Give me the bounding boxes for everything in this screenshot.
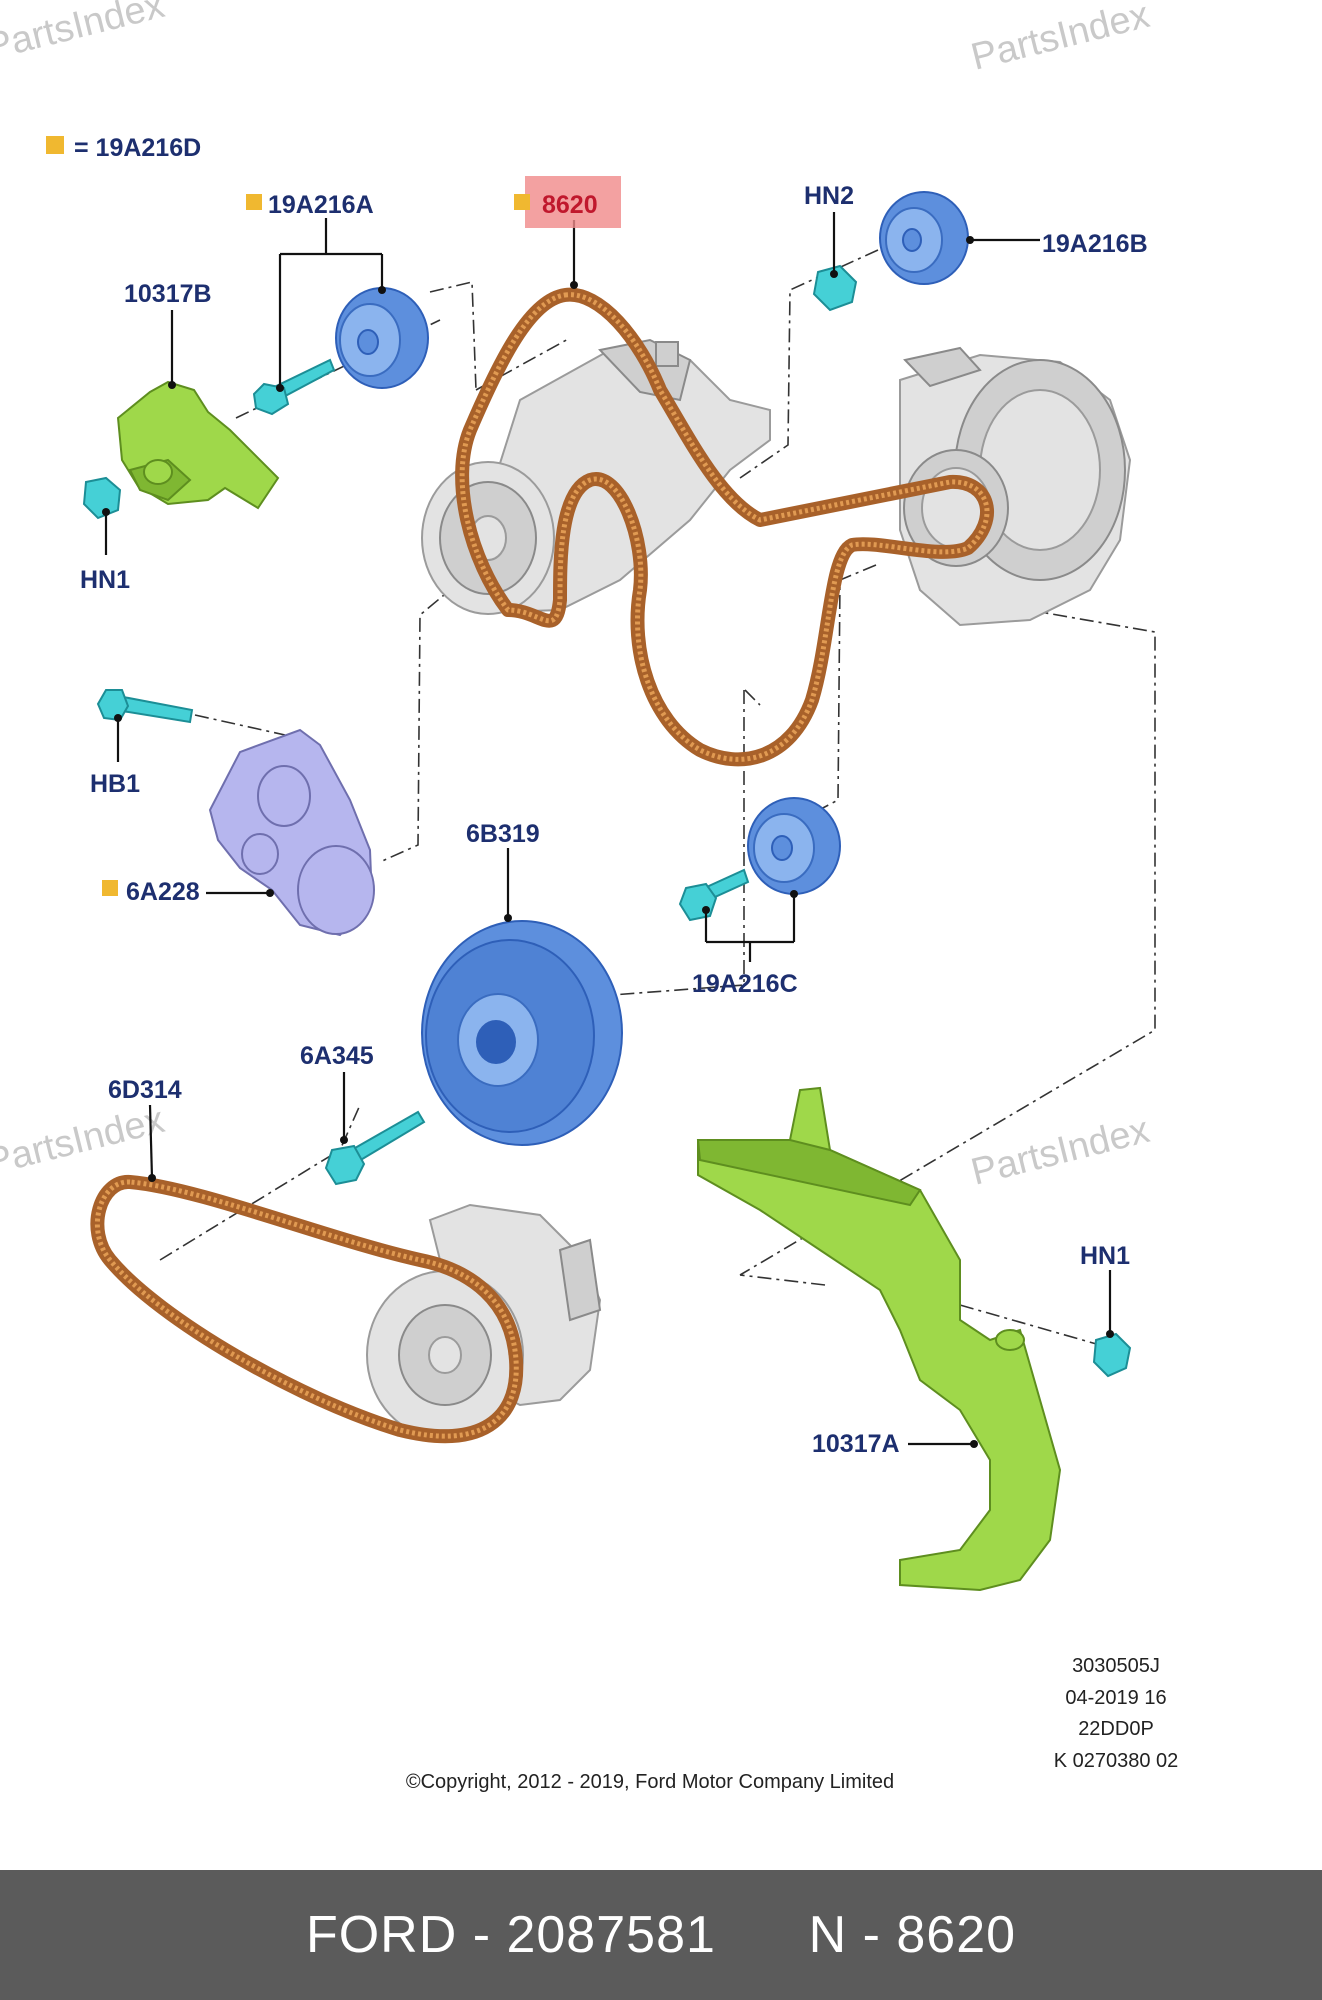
marker-8620 (514, 194, 530, 210)
part-number-footer: FORD - 2087581 N - 8620 (0, 1870, 1322, 2000)
nut-hn2 (812, 264, 858, 312)
callout-19a216c[interactable]: 19A216C (692, 970, 798, 998)
nut-hn1-bottom (1092, 1332, 1132, 1378)
idler-pulley-19a216c (747, 797, 841, 895)
drive-belt-8620 (455, 287, 994, 767)
bolt-hb1 (96, 689, 194, 724)
legend-text: = 19A216D (74, 134, 201, 162)
watermark: PartsIndex (967, 1109, 1153, 1194)
leader-lines (102, 212, 1114, 1448)
callout-hn2[interactable]: HN2 (804, 182, 854, 210)
watermark: PartsIndex (967, 0, 1153, 79)
callout-6a345[interactable]: 6A345 (300, 1042, 374, 1070)
callout-10317a[interactable]: 10317A (812, 1430, 900, 1458)
footer-n-part: N - 8620 (808, 1906, 1017, 1964)
belt-6d314 (90, 1175, 524, 1444)
legend-marker (46, 136, 64, 154)
bolt-19a216a (252, 358, 336, 416)
bolt-6a345 (324, 1110, 426, 1186)
diagram-code-3: 22DD0P (1078, 1718, 1154, 1740)
diagram-code-2: 04-2019 16 (1065, 1687, 1166, 1709)
tensioner-6a228 (208, 728, 375, 937)
callout-hn1-top[interactable]: HN1 (80, 566, 130, 594)
watermark: PartsIndex (0, 1099, 168, 1184)
bracket-10317a (696, 1086, 1062, 1592)
footer-brand-part: FORD - 2087581 (305, 1906, 716, 1964)
bracket-10317b (116, 380, 280, 510)
parts-diagram: PartsIndex PartsIndex PartsIndex PartsIn… (0, 0, 1179, 1793)
copyright-text: ©Copyright, 2012 - 2019, Ford Motor Comp… (406, 1771, 894, 1793)
nut-hn1-top (82, 476, 122, 520)
crankshaft-pulley-6b319 (421, 920, 623, 1146)
watermark: PartsIndex (0, 0, 168, 69)
callout-19a216b[interactable]: 19A216B (1042, 230, 1148, 258)
diagram-code-1: 3030505J (1072, 1655, 1160, 1677)
callout-6a228[interactable]: 6A228 (126, 878, 200, 906)
callout-hb1[interactable]: HB1 (90, 770, 140, 798)
callout-hn1-bottom[interactable]: HN1 (1080, 1242, 1130, 1270)
diagram-code-4: K 0270380 02 (1054, 1750, 1179, 1772)
idler-pulley-19a216b (879, 191, 969, 285)
callout-8620[interactable]: 8620 (542, 191, 598, 219)
bolt-19a216c (678, 868, 750, 922)
marker-6a228 (102, 880, 118, 896)
power-steering-pump (366, 1203, 602, 1440)
footer-spacer (716, 1905, 809, 1965)
callout-19a216a[interactable]: 19A216A (268, 191, 374, 219)
idler-pulley-19a216a (335, 287, 429, 389)
marker-19a216a (246, 194, 262, 210)
callout-6d314[interactable]: 6D314 (108, 1076, 182, 1104)
highlight-box-8620 (525, 176, 621, 228)
callout-6b319[interactable]: 6B319 (466, 820, 540, 848)
callout-10317b[interactable]: 10317B (124, 280, 212, 308)
